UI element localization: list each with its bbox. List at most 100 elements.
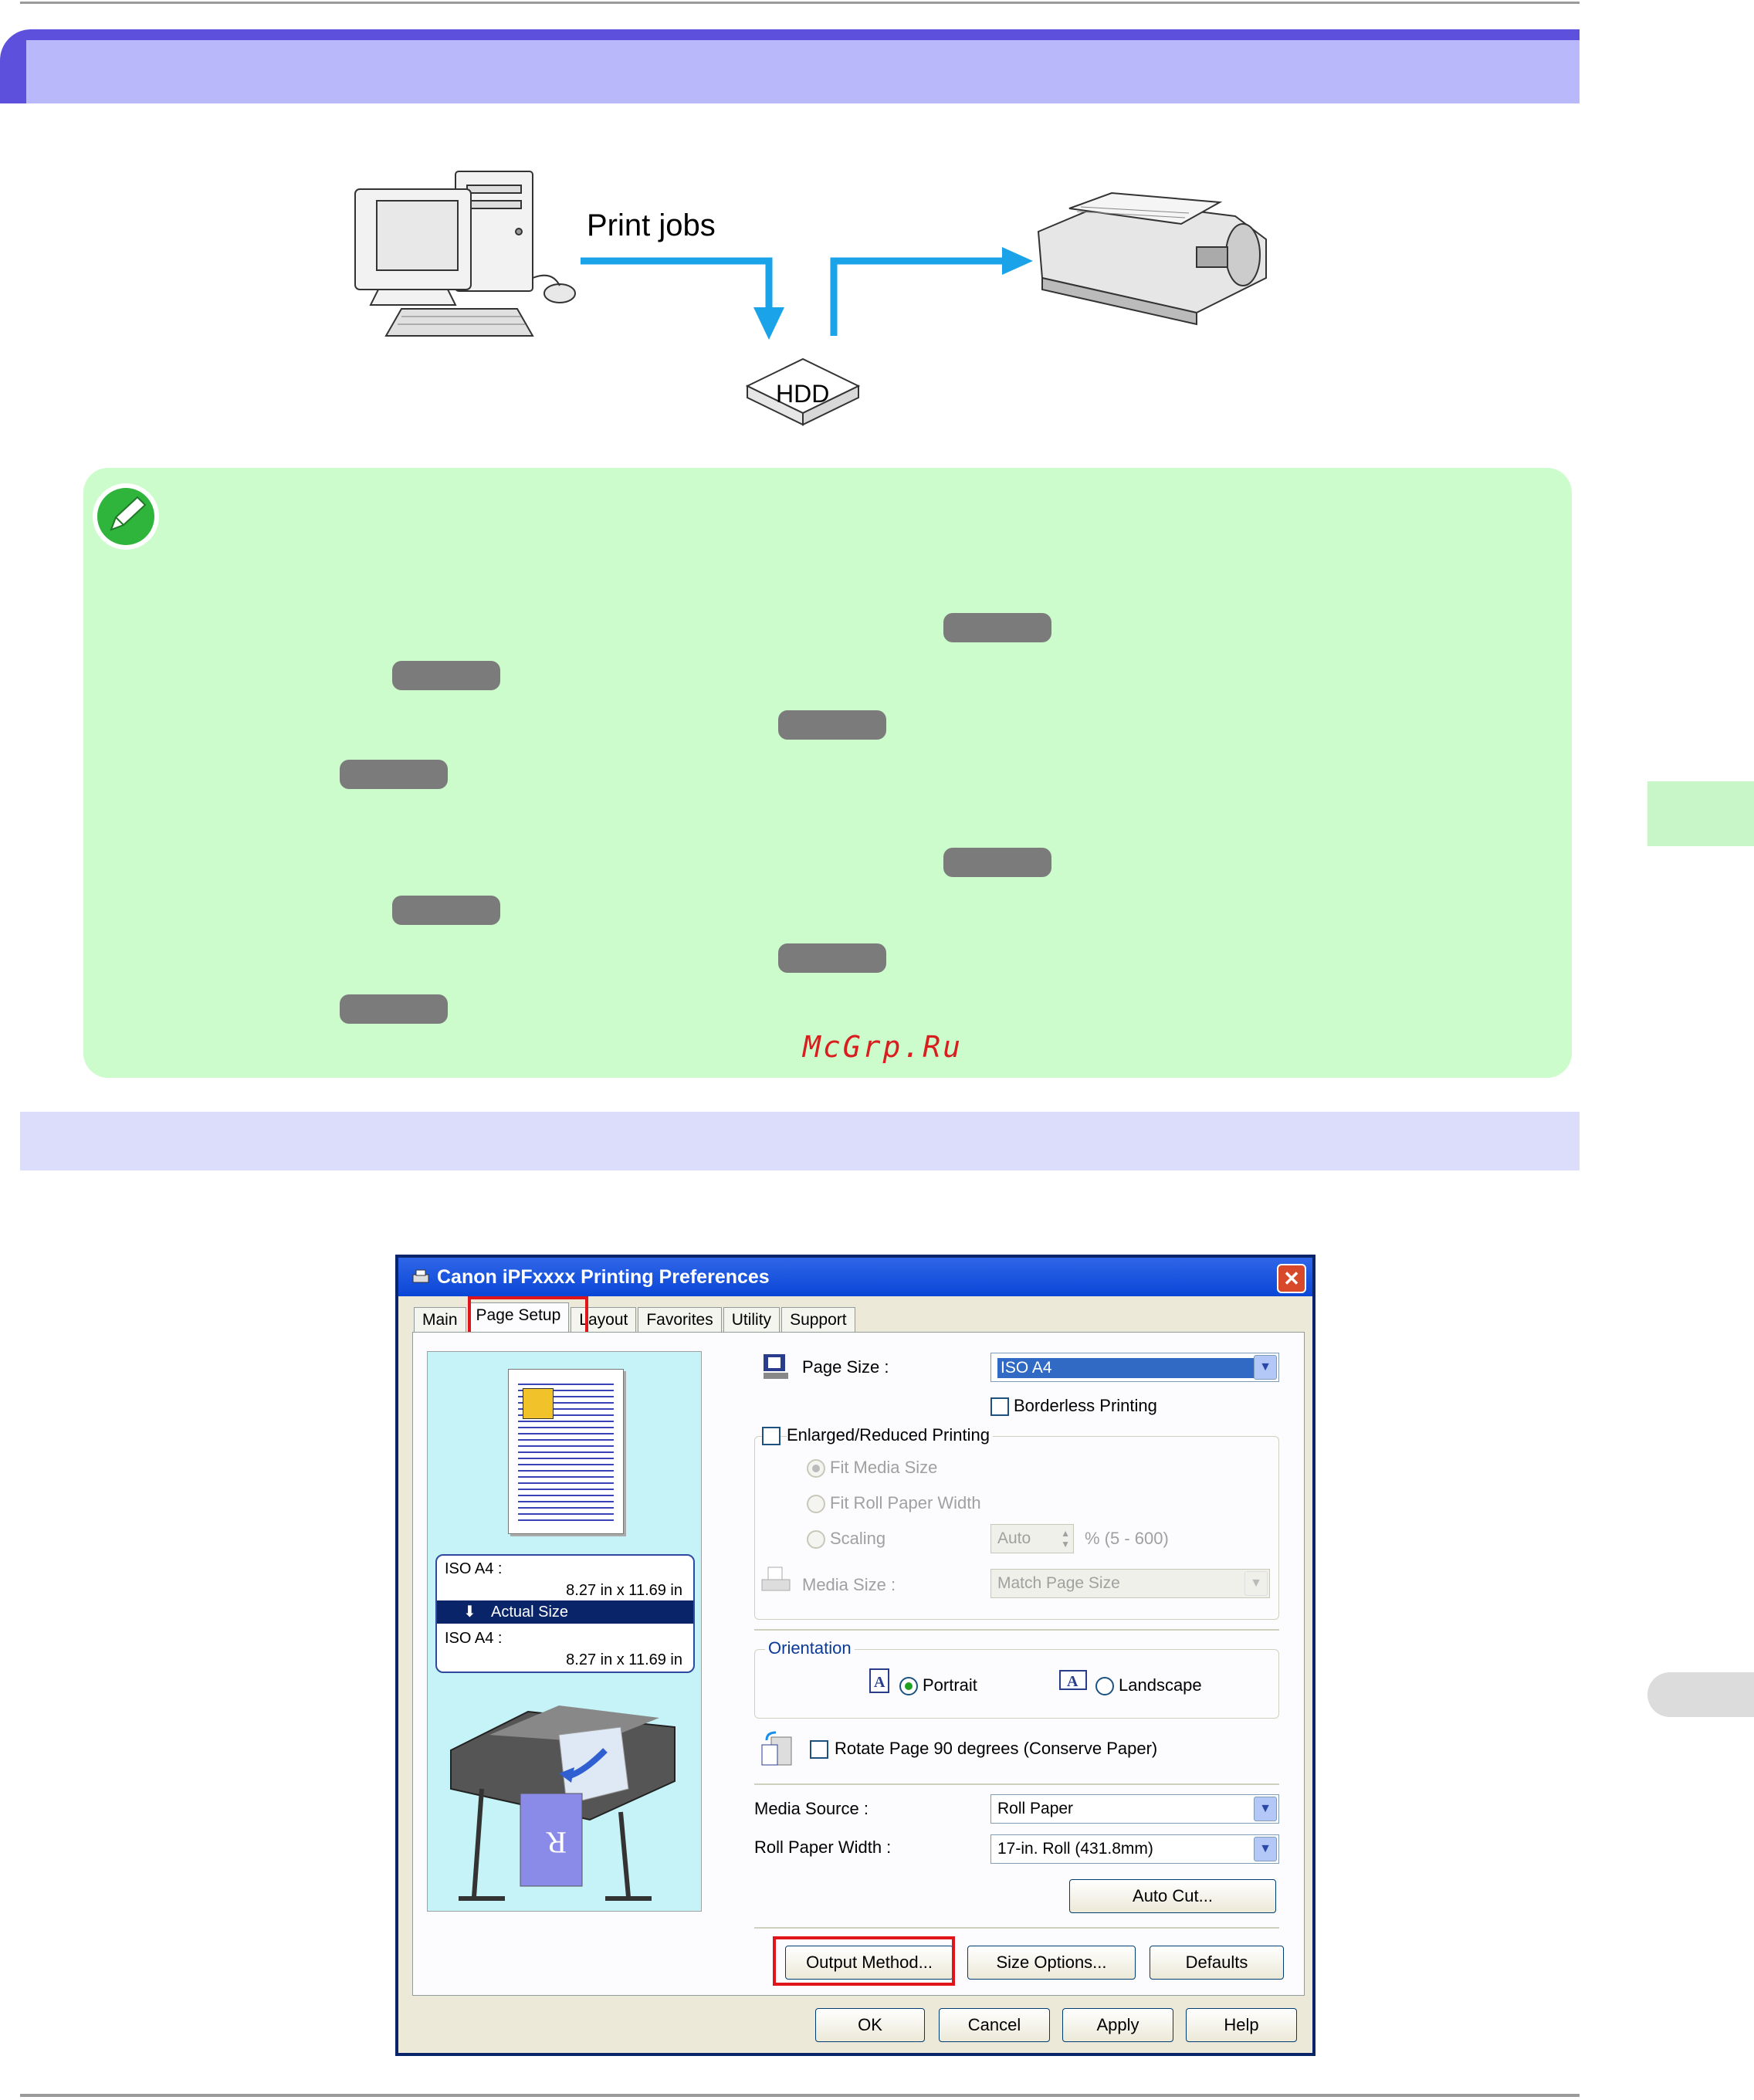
fit-roll-width-label: Fit Roll Paper Width: [830, 1493, 981, 1512]
watermark: McGrp.Ru: [803, 1030, 963, 1064]
rotate-page-icon: [761, 1731, 792, 1766]
dialog-titlebar[interactable]: Canon iPFxxxx Printing Preferences: [398, 1258, 1312, 1296]
print-job-arrow: [581, 257, 1005, 336]
section-side-tab: [1647, 1672, 1754, 1717]
bottom-size-value: 8.27 in x 11.69 in: [566, 1651, 682, 1668]
orientation-group: [754, 1649, 1279, 1719]
redacted-link[interactable]: [778, 710, 886, 740]
scaling-spinner[interactable]: Auto ▲▼: [990, 1524, 1074, 1553]
size-options-button[interactable]: Size Options...: [967, 1946, 1136, 1980]
section-header-banner: [0, 29, 1580, 103]
redacted-link[interactable]: [392, 661, 500, 690]
redacted-link[interactable]: [943, 848, 1051, 877]
svg-text:A: A: [1067, 1673, 1078, 1690]
auto-cut-button[interactable]: Auto Cut...: [1069, 1879, 1276, 1913]
media-source-value: Roll Paper: [997, 1800, 1074, 1817]
page-size-icon: [764, 1354, 788, 1379]
actual-size-label: Actual Size: [491, 1604, 569, 1621]
arrow-down-head: [753, 307, 784, 340]
enlarged-reduced-label: Enlarged/Reduced Printing: [787, 1425, 993, 1445]
chevron-down-icon: ▼: [1254, 1837, 1277, 1861]
tab-bar: Main Page Setup Layout Favorites Utility…: [414, 1302, 857, 1332]
media-size-value: Match Page Size: [997, 1574, 1120, 1592]
rotate-page-checkbox[interactable]: [810, 1740, 828, 1759]
roll-width-select[interactable]: 17-in. Roll (431.8mm) ▼: [990, 1834, 1279, 1864]
media-size-select[interactable]: Match Page Size ▼: [990, 1569, 1270, 1598]
chapter-side-tab: [1647, 781, 1754, 846]
media-source-select[interactable]: Roll Paper ▼: [990, 1794, 1279, 1824]
output-method-button[interactable]: Output Method...: [785, 1946, 953, 1980]
tab-favorites[interactable]: Favorites: [638, 1307, 722, 1332]
landscape-radio[interactable]: [1095, 1677, 1114, 1695]
spinner-arrows-icon: ▲▼: [1061, 1528, 1070, 1550]
redacted-link[interactable]: [340, 994, 448, 1024]
chevron-down-icon: ▼: [1244, 1571, 1268, 1596]
tab-utility[interactable]: Utility: [723, 1307, 780, 1332]
hdd-label: HDD: [776, 380, 830, 408]
top-rule: [20, 2, 1580, 4]
top-size-label: ISO A4 :: [445, 1560, 503, 1577]
page-setup-panel: ISO A4 : 8.27 in x 11.69 in ⬇ Actual Siz…: [412, 1332, 1305, 1996]
dialog-title: Canon iPFxxxx Printing Preferences: [437, 1265, 770, 1288]
scaling-value: Auto: [997, 1529, 1031, 1547]
fit-media-label: Fit Media Size: [830, 1458, 938, 1477]
note-box: [83, 468, 1572, 1078]
printer-app-icon: [412, 1269, 429, 1283]
close-icon: ✕: [1283, 1266, 1300, 1290]
media-size-label: Media Size :: [802, 1575, 896, 1594]
print-jobs-label: Print jobs: [587, 208, 716, 242]
subsection-header-banner: [20, 1112, 1580, 1170]
redacted-link[interactable]: [778, 943, 886, 973]
help-button[interactable]: Help: [1186, 2008, 1297, 2042]
tab-page-setup[interactable]: Page Setup: [467, 1302, 570, 1332]
redacted-link[interactable]: [340, 760, 448, 789]
apply-button[interactable]: Apply: [1062, 2008, 1173, 2042]
dialog-body: Main Page Setup Layout Favorites Utility…: [398, 1296, 1312, 2053]
chevron-down-icon: ▼: [1254, 1355, 1277, 1380]
orientation-label: Orientation: [765, 1638, 855, 1658]
page-thumbnail: [508, 1369, 624, 1534]
landscape-icon: A: [1059, 1670, 1087, 1690]
bottom-rule: [20, 2094, 1580, 2097]
chevron-down-icon: ▼: [1254, 1797, 1277, 1821]
ok-button[interactable]: OK: [815, 2008, 925, 2042]
enlarged-reduced-checkbox[interactable]: [762, 1427, 780, 1445]
separator: [754, 1927, 1279, 1929]
note-pencil-icon: [93, 483, 159, 550]
tab-support[interactable]: Support: [781, 1307, 855, 1332]
printer-illustration: R: [450, 1705, 676, 1901]
defaults-button[interactable]: Defaults: [1150, 1946, 1284, 1980]
borderless-checkbox[interactable]: [990, 1397, 1009, 1416]
separator: [754, 1629, 1279, 1631]
cancel-button[interactable]: Cancel: [939, 2008, 1050, 2042]
enlarged-reduced-group: [754, 1436, 1279, 1620]
page-size-select[interactable]: ISO A4 ▼: [990, 1353, 1279, 1382]
tab-main[interactable]: Main: [414, 1307, 466, 1332]
print-flow-diagram: Print jobs HDD: [340, 162, 1282, 448]
printing-preferences-dialog: Canon iPFxxxx Printing Preferences ✕ Mai…: [395, 1255, 1316, 2056]
redacted-link[interactable]: [392, 896, 500, 925]
scaling-radio[interactable]: [807, 1530, 825, 1549]
layout-preview: ISO A4 : 8.27 in x 11.69 in ⬇ Actual Siz…: [427, 1351, 702, 1912]
fit-media-radio[interactable]: [807, 1459, 825, 1478]
media-source-label: Media Source :: [754, 1799, 869, 1818]
rotate-page-label: Rotate Page 90 degrees (Conserve Paper): [835, 1739, 1158, 1758]
portrait-icon: A: [869, 1668, 889, 1693]
diagram-graphic: [354, 171, 1267, 426]
fit-roll-width-radio[interactable]: [807, 1495, 825, 1513]
tab-layout[interactable]: Layout: [571, 1307, 637, 1332]
scaling-label: Scaling: [830, 1529, 886, 1548]
output-method-highlight: [773, 1936, 955, 1986]
size-info-box: ISO A4 : 8.27 in x 11.69 in ⬇ Actual Siz…: [435, 1554, 695, 1673]
page-size-value: ISO A4: [997, 1358, 1272, 1378]
borderless-label: Borderless Printing: [1014, 1396, 1157, 1415]
top-size-value: 8.27 in x 11.69 in: [566, 1582, 682, 1599]
media-size-icon: [761, 1567, 791, 1591]
arrow-down-icon: ⬇: [463, 1604, 476, 1621]
portrait-radio[interactable]: [899, 1677, 918, 1695]
close-button[interactable]: ✕: [1277, 1264, 1306, 1293]
redacted-link[interactable]: [943, 613, 1051, 642]
roll-width-label: Roll Paper Width :: [754, 1838, 892, 1857]
svg-text:A: A: [874, 1674, 885, 1691]
